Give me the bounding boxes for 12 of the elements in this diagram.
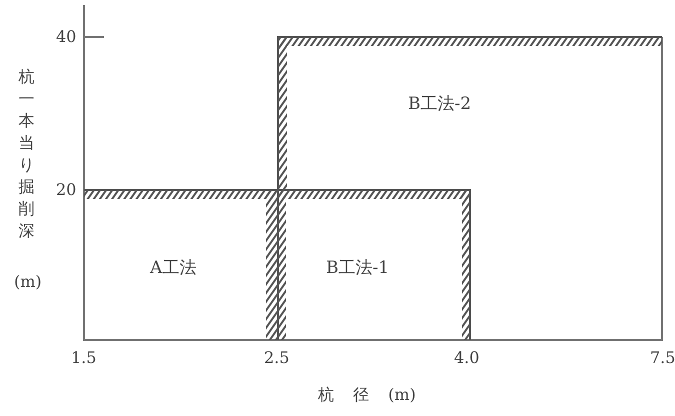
region-label: B工法-1 bbox=[326, 257, 390, 279]
tick-label: 7.5 bbox=[650, 348, 675, 367]
tick-label: 4.0 bbox=[454, 348, 480, 367]
axis-title: 杭 径 (m) bbox=[318, 385, 416, 406]
tick-label: 40 bbox=[56, 27, 76, 46]
axis-title: (m) bbox=[14, 272, 42, 291]
tick-label: 2.5 bbox=[264, 348, 290, 367]
tick-label: 1.5 bbox=[71, 348, 96, 367]
axis-title: 杭一本当り掘削深 bbox=[18, 66, 35, 242]
region-label: B工法-2 bbox=[408, 93, 472, 115]
region-label: A工法 bbox=[150, 257, 196, 279]
tick-label: 20 bbox=[56, 180, 76, 199]
